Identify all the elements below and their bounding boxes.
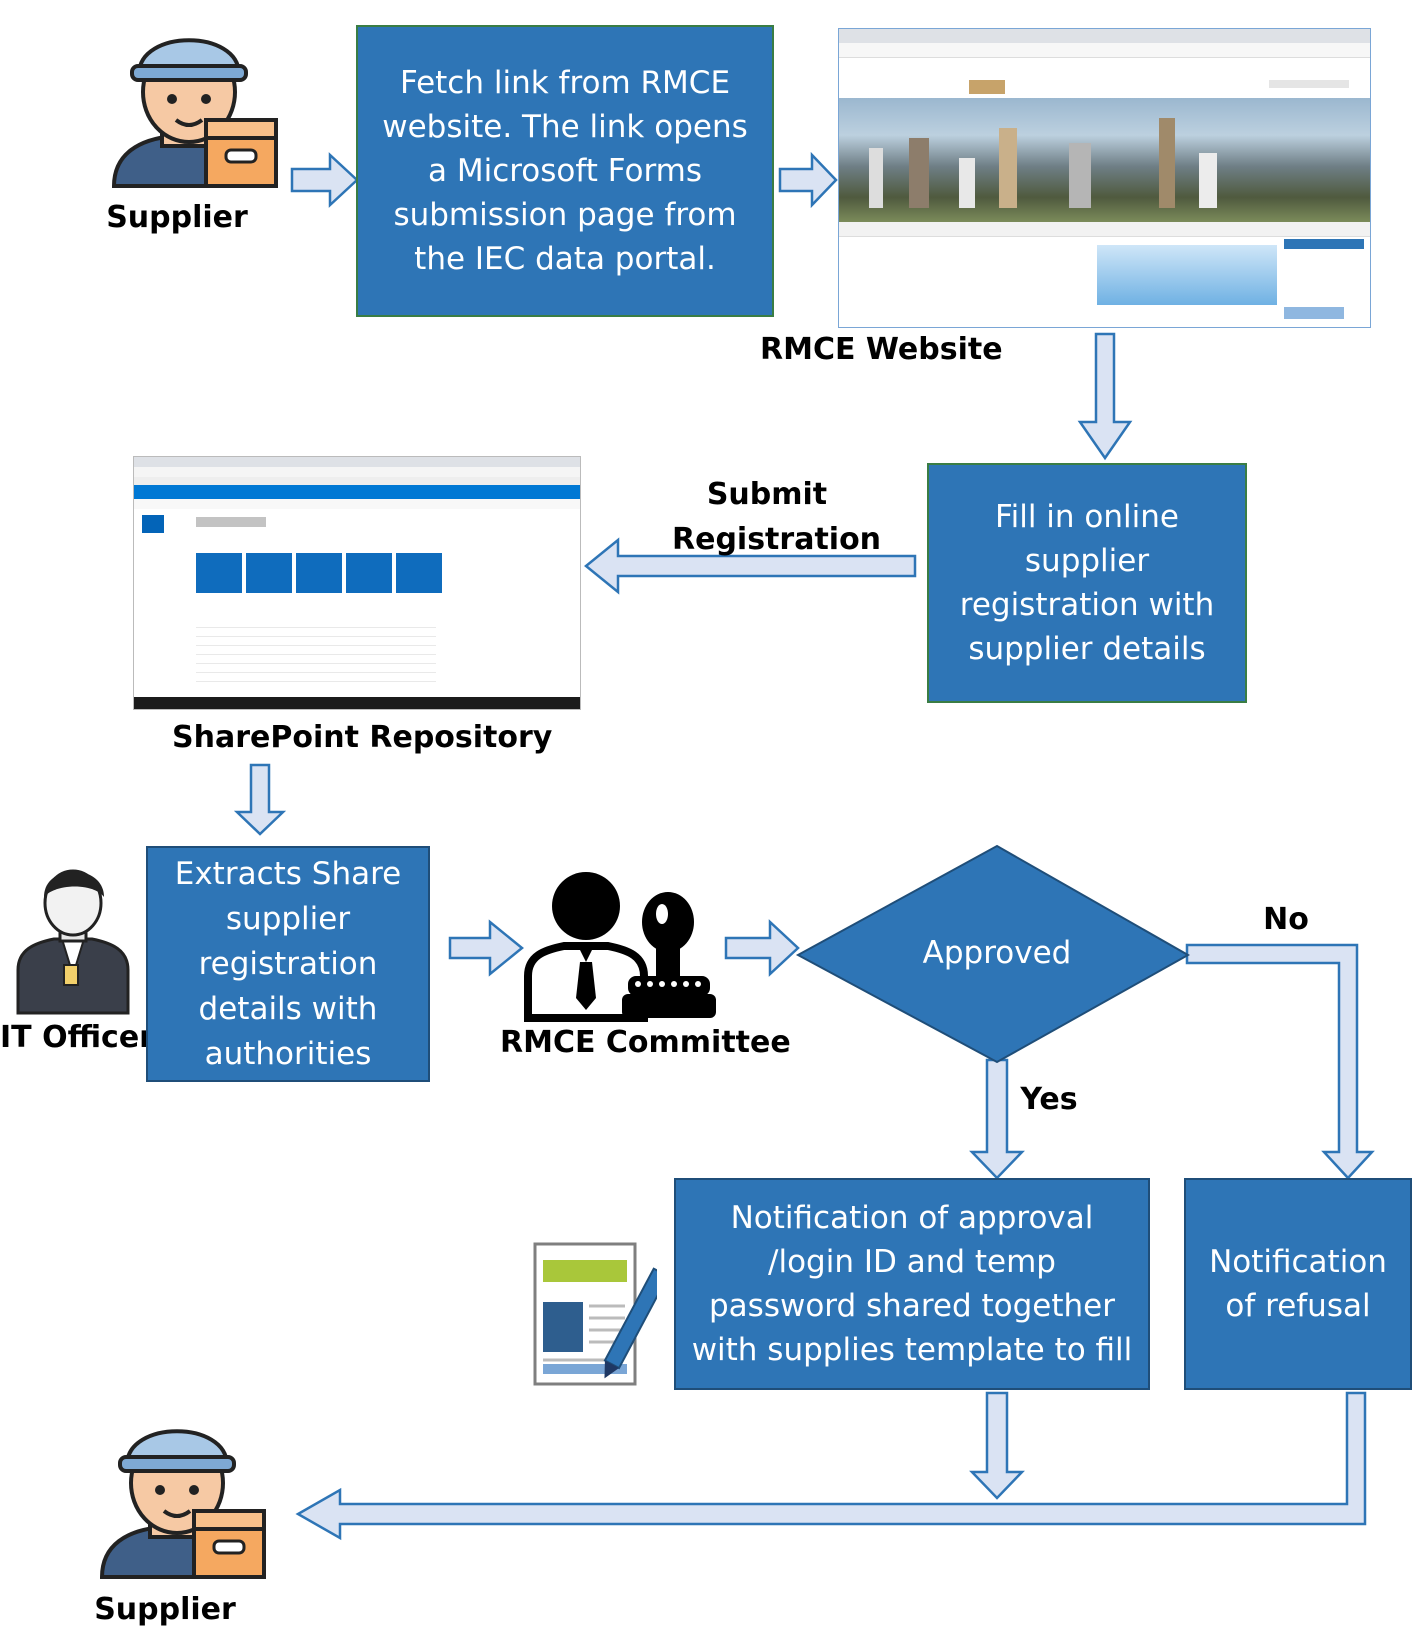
arrow-fill-to-sharepoint [584,537,917,595]
arrow-yes-to-approval [969,1058,1025,1180]
yes-label: Yes [1020,1082,1078,1117]
rmce-website-screenshot [838,28,1371,328]
refusal-notification-box: Notification of refusal [1184,1178,1412,1390]
rmce-website-label: RMCE Website [760,332,1003,367]
supplier-delivery-person-icon [99,1429,266,1579]
arrow-fetch-to-website [778,151,838,209]
approval-notification-box: Notification of approval /login ID and t… [674,1178,1150,1390]
it-officer-label: IT Officer [0,1020,154,1055]
arrow-extracts-to-committee [448,919,524,977]
officer-icon [16,869,130,1015]
document-pen-icon [533,1242,657,1386]
decision-diamond [795,844,1191,1064]
supplier-delivery-person-icon [111,38,278,188]
no-label: No [1263,902,1309,937]
arrow-website-to-fill [1077,332,1133,461]
decision-label: Approved [922,935,1072,971]
arrow-supplier-to-fetch [290,152,359,208]
arrow-committee-to-decision [724,919,800,977]
committee-label: RMCE Committee [500,1025,791,1060]
fill-registration-box: Fill in online supplier registration wit… [927,463,1247,703]
submit-registration-label: Submit Registration [672,477,882,557]
sharepoint-screenshot [133,456,581,710]
arrow-sharepoint-to-extracts [233,763,287,836]
fetch-link-box: Fetch link from RMCE website. The link o… [356,25,774,317]
sharepoint-label: SharePoint Repository [172,720,553,755]
arrow-no-to-refusal [1185,943,1375,1180]
supplier-bottom-label: Supplier [94,1592,236,1627]
arrow-return-to-supplier [295,1391,1367,1541]
arrow-approval-to-return [969,1391,1025,1500]
supplier-top-label: Supplier [106,200,248,235]
extracts-box: Extracts Share supplier registration det… [146,846,430,1082]
committee-stamp-icon [524,872,716,1022]
